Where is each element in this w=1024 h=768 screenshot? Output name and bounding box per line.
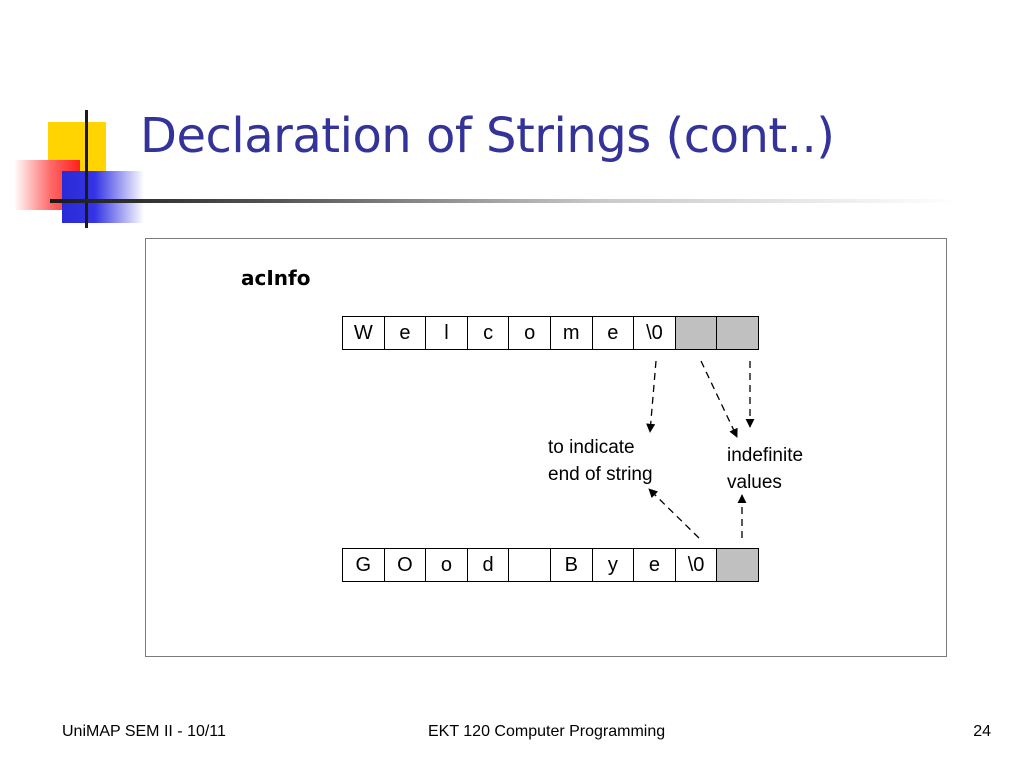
arrow-row2-null-to-end-label bbox=[648, 488, 700, 539]
row1-cell-4: c bbox=[466, 316, 510, 350]
footer-page-number: 24 bbox=[973, 723, 991, 740]
row1-cell-7: e bbox=[591, 316, 635, 350]
row2-cell-5 bbox=[508, 548, 551, 582]
arrow-null-to-end-label bbox=[646, 360, 657, 433]
row2-cell-6: B bbox=[549, 548, 593, 582]
row1-cell-9 bbox=[674, 316, 718, 350]
row2-cell-9: \0 bbox=[674, 548, 718, 582]
slide-title: Declaration of Strings (cont..) bbox=[140, 108, 835, 164]
title-underline bbox=[50, 199, 960, 203]
arrow-layer bbox=[646, 360, 755, 539]
annotation-indefinite-values: indefinite values bbox=[727, 445, 804, 493]
row2-cell-2: O bbox=[383, 548, 427, 582]
row1-cell-10 bbox=[716, 316, 759, 350]
row1-cell-8: \0 bbox=[633, 316, 676, 350]
row2-cell-8: e bbox=[633, 548, 676, 582]
annotation-end-of-string: to indicate end of string bbox=[548, 437, 653, 485]
array-name-label: acInfo bbox=[241, 266, 311, 290]
row1-cell-5: o bbox=[508, 316, 551, 350]
decor-blue-square bbox=[62, 171, 144, 223]
footer-course-term: UniMAP SEM II - 10/11 bbox=[62, 723, 226, 740]
row2-cell-10 bbox=[716, 548, 759, 582]
footer-course-title: EKT 120 Computer Programming bbox=[428, 723, 666, 740]
row1-cell-6: m bbox=[549, 316, 593, 350]
row2-cell-7: y bbox=[591, 548, 635, 582]
row1-cell-2: e bbox=[383, 316, 427, 350]
decor-vertical-line bbox=[85, 110, 88, 228]
row2-cell-1: G bbox=[342, 548, 385, 582]
arrow-cell9-to-indefinite bbox=[700, 360, 738, 438]
